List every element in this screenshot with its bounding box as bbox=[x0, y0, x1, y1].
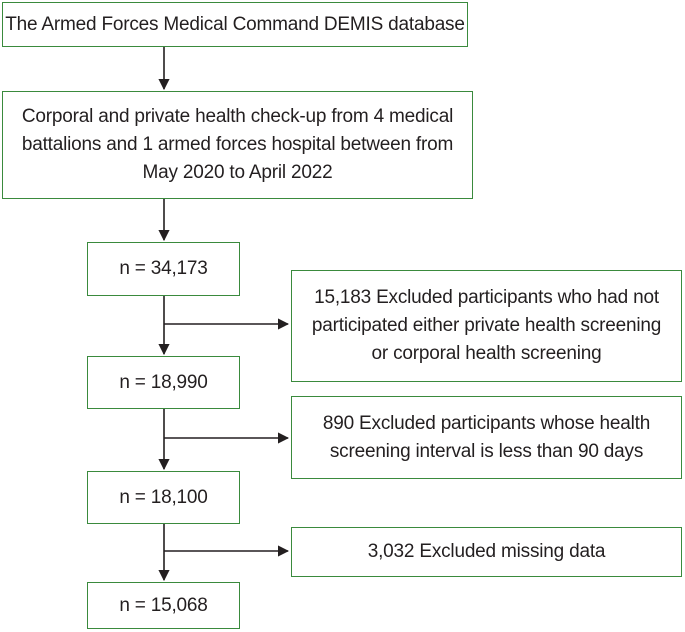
count-box-1: n = 34,173 bbox=[87, 242, 240, 296]
count-box-4: n = 15,068 bbox=[87, 582, 240, 629]
exclusion-box-1: 15,183 Excluded participants who had not… bbox=[291, 270, 682, 382]
exclusion-text-2: 890 Excluded participants whose health s… bbox=[322, 412, 651, 462]
exclusion-box-2: 890 Excluded participants whose health s… bbox=[291, 396, 682, 479]
count-box-3: n = 18,100 bbox=[87, 471, 240, 524]
count-value-2: n = 18,990 bbox=[119, 371, 208, 393]
count-value-3: n = 18,100 bbox=[119, 486, 208, 508]
count-box-2: n = 18,990 bbox=[87, 356, 240, 409]
exclusion-text-3: 3,032 Excluded missing data bbox=[367, 541, 606, 562]
checkup-criteria-box: Corporal and private health check-up fro… bbox=[2, 91, 473, 199]
source-database-text: The Armed Forces Medical Command DEMIS d… bbox=[5, 13, 465, 35]
exclusion-text-1: 15,183 Excluded participants who had not… bbox=[311, 287, 662, 364]
count-value-1: n = 34,173 bbox=[119, 258, 208, 279]
exclusion-box-3: 3,032 Excluded missing data bbox=[291, 527, 682, 577]
count-value-4: n = 15,068 bbox=[119, 594, 208, 616]
source-database-box: The Armed Forces Medical Command DEMIS d… bbox=[2, 2, 468, 47]
checkup-criteria-text: Corporal and private health check-up fro… bbox=[21, 106, 454, 183]
